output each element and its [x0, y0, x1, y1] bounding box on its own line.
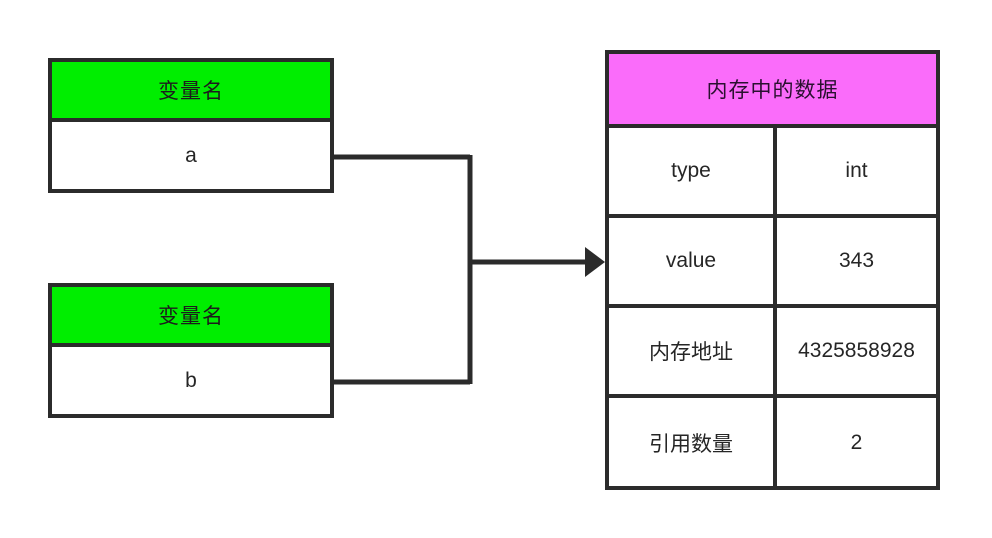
- memory-row-value: 343: [838, 248, 875, 272]
- variable-box-a: 变量名 a: [48, 58, 334, 193]
- memory-row-value: 2: [850, 430, 863, 454]
- memory-row-value: 4325858928: [798, 338, 915, 362]
- table-row: 引用数量 2: [609, 398, 936, 488]
- memory-table-header: 内存中的数据: [609, 54, 936, 128]
- memory-data-table: 内存中的数据 type int value 343 内存地址 432585892…: [605, 50, 940, 490]
- memory-row-key: 内存地址: [609, 308, 777, 394]
- variable-box-b: 变量名 b: [48, 283, 334, 418]
- table-row: type int: [609, 128, 936, 218]
- variable-box-b-header: 变量名: [52, 287, 330, 347]
- variable-box-b-value: b: [52, 347, 330, 414]
- memory-row-key: type: [609, 128, 777, 214]
- memory-row-key: 引用数量: [609, 398, 777, 488]
- memory-row-value: int: [845, 158, 868, 182]
- variable-box-a-header: 变量名: [52, 62, 330, 122]
- table-row: 内存地址 4325858928: [609, 308, 936, 398]
- arrow-head-icon: [585, 247, 605, 277]
- variable-box-a-value: a: [52, 122, 330, 189]
- memory-row-key: value: [609, 218, 777, 304]
- table-row: value 343: [609, 218, 936, 308]
